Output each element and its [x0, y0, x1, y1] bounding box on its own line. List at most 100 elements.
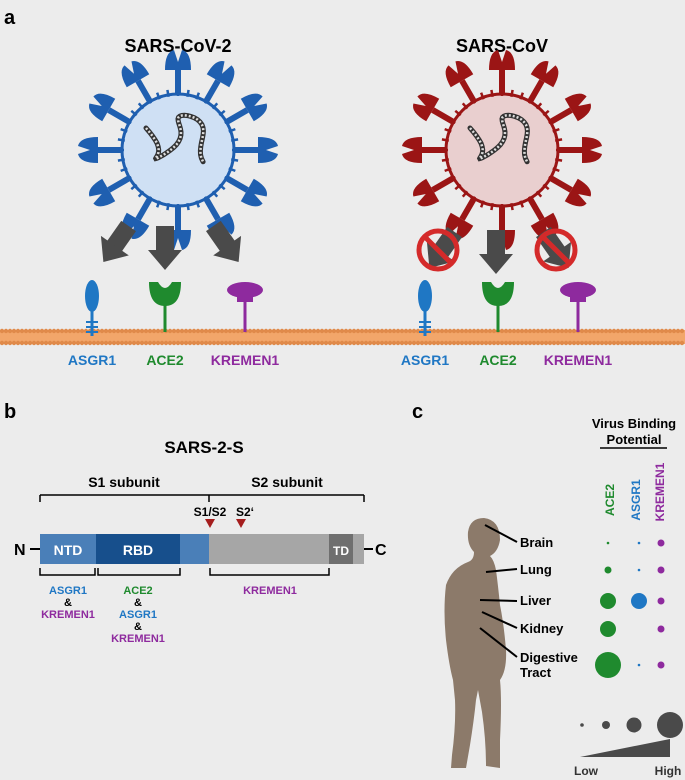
- sars-cov-2-genome: [143, 112, 206, 165]
- sars-cov-spike: [548, 93, 592, 125]
- bubble-kidney-ace2: [600, 621, 616, 637]
- bubble-digestive-tract-kremen1: [657, 661, 665, 669]
- sars-cov-genome: [467, 112, 530, 165]
- sars-cov-2-spike: [234, 137, 278, 163]
- receptor-label-ace2-left: ACE2: [146, 352, 184, 368]
- pointer-liver: [479, 599, 518, 602]
- s1-remainder-domain: [180, 534, 209, 564]
- legend-dot: [626, 717, 642, 733]
- td-label: TD: [333, 544, 349, 558]
- receptor-label-asgr1-left: ASGR1: [68, 352, 116, 368]
- sars-cov-spike: [445, 60, 477, 104]
- binding-header-line2: Potential: [607, 432, 662, 447]
- ntd-binder-amp: &: [64, 597, 72, 609]
- ace2-receptor-icon: [480, 280, 516, 334]
- receptor-label-asgr1-right: ASGR1: [401, 352, 449, 368]
- td-domain: [329, 534, 353, 564]
- sars-cov-2-spike: [88, 175, 132, 207]
- bubble-lung-ace2: [604, 566, 612, 574]
- size-legend: [580, 712, 683, 738]
- receptor-label-ace2-right: ACE2: [479, 352, 517, 368]
- kremen1-receptor-icon: [558, 280, 598, 334]
- ntd-domain: [40, 534, 96, 564]
- column-label-kremen1: KREMEN1: [653, 462, 667, 521]
- pointer-kidney: [481, 611, 518, 629]
- legend-dot: [602, 721, 610, 729]
- sars-cov-spike: [489, 50, 515, 94]
- n-terminus-label: N: [14, 542, 26, 559]
- rbd-binder-ace2: ACE2: [123, 585, 152, 597]
- virus-title-sars-cov: SARS-CoV: [456, 36, 548, 56]
- column-label-ace2: ACE2: [603, 484, 617, 516]
- bubble-lung-kremen1: [657, 566, 665, 574]
- ntd-binder-asgr1: ASGR1: [49, 585, 87, 597]
- rbd-binder-kremen1: KREMEN1: [111, 633, 165, 645]
- sars-cov-spike: [548, 175, 592, 207]
- cleavage-site-s2prime-marker: [236, 519, 246, 528]
- binding-header-line1: Virus Binding: [592, 416, 676, 431]
- rbd-label: RBD: [123, 542, 153, 558]
- pointer-brain: [484, 524, 518, 543]
- cell-membrane-icon: [0, 328, 685, 346]
- bubble-brain-asgr1: [637, 541, 641, 545]
- s2-binder-kremen1: KREMEN1: [243, 585, 297, 597]
- sars-cov-2-virus-icon: [78, 50, 278, 250]
- sars-cov-spike: [445, 196, 477, 240]
- rbd-binder-asgr1: ASGR1: [119, 609, 157, 621]
- panel-label-a: a: [4, 7, 16, 29]
- kremen1-receptor-icon: [225, 280, 265, 334]
- receptor-label-kremen1-left: KREMEN1: [211, 352, 280, 368]
- bubble-liver-kremen1: [657, 597, 665, 605]
- sars-cov-2-spike: [224, 93, 268, 125]
- sars-cov-spike: [558, 137, 602, 163]
- asgr1-receptor-icon: [83, 278, 101, 338]
- s1-subunit-label: S1 subunit: [88, 474, 160, 490]
- rbd-bracket: [97, 568, 181, 576]
- virus-title-sars-cov-2: SARS-CoV-2: [124, 36, 231, 56]
- organ-label-digestive: Digestive: [520, 650, 578, 665]
- legend-dot: [657, 712, 683, 738]
- bubble-liver-ace2: [600, 593, 616, 609]
- s2-bracket: [209, 568, 330, 576]
- human-silhouette: [444, 518, 507, 768]
- cleavage-site-s1s2-label: S1/S2: [194, 505, 227, 519]
- rbd-binder-amp2: &: [134, 621, 142, 633]
- sars-cov-spike: [412, 93, 456, 125]
- rbd-binder-amp1: &: [134, 597, 142, 609]
- ntd-label: NTD: [54, 542, 83, 558]
- sars-cov-2-spike: [88, 93, 132, 125]
- legend-high-label: High: [655, 764, 682, 778]
- s2-domain: [209, 534, 329, 564]
- pointer-lung: [485, 568, 518, 573]
- ace2-receptor-icon: [147, 280, 183, 334]
- ntd-bracket: [39, 568, 96, 576]
- organ-label-brain: Brain: [520, 535, 553, 550]
- column-label-asgr1: ASGR1: [629, 479, 643, 521]
- legend-wedge: [580, 739, 670, 757]
- pointer-digestive: [479, 627, 518, 658]
- bubble-digestive-tract-asgr1: [637, 663, 641, 667]
- sars-cov-virus-icon: [402, 50, 602, 250]
- bubble-brain-kremen1: [657, 539, 665, 547]
- sars-cov-spike: [527, 60, 559, 104]
- sars-cov-spike: [402, 137, 446, 163]
- cleavage-site-s1s2-marker: [205, 519, 215, 528]
- cleavage-site-s2prime-label: S2‘: [236, 505, 254, 519]
- sars-cov-spike: [412, 175, 456, 207]
- organ-label-lung: Lung: [520, 562, 552, 577]
- rbd-domain: [96, 534, 180, 564]
- asgr1-receptor-icon: [416, 278, 434, 338]
- bubble-brain-ace2: [606, 541, 610, 545]
- sars-cov-envelope: [444, 92, 560, 208]
- bubble-kidney-kremen1: [657, 625, 665, 633]
- receptor-label-kremen1-right: KREMEN1: [544, 352, 613, 368]
- sars-cov-2-spike: [121, 196, 153, 240]
- sars-cov-2-spike: [165, 50, 191, 94]
- bubble-liver-asgr1: [631, 593, 647, 609]
- c-tail-domain: [353, 534, 364, 564]
- s2-subunit-label: S2 subunit: [251, 474, 323, 490]
- organ-label-liver: Liver: [520, 593, 551, 608]
- c-terminus-label: C: [375, 542, 387, 559]
- panel-label-b: b: [4, 401, 16, 423]
